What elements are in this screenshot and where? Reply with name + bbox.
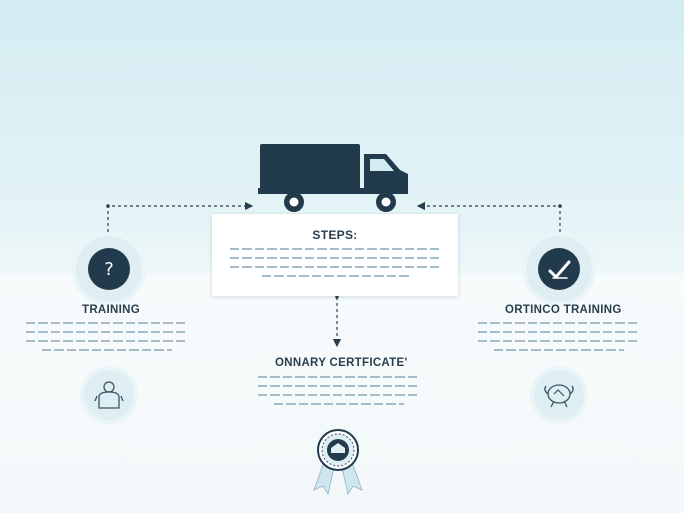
delivery-truck-icon — [258, 144, 408, 212]
steps-title: STEPS: — [312, 228, 358, 242]
ortinco-training-placeholder-text — [478, 322, 640, 358]
steps-panel: STEPS: — [212, 214, 458, 296]
ortinco-training-step-circle — [526, 236, 592, 302]
training-heading: TRAINING — [82, 304, 140, 316]
ortinco-training-heading: ORTINCO TRAINING — [505, 304, 622, 316]
award-ribbon-icon — [313, 429, 363, 496]
training-step-circle: ? — [76, 236, 142, 302]
certificate-outline-icon — [544, 384, 574, 408]
person-outline-icon — [94, 381, 124, 409]
checkmark-icon — [548, 260, 571, 279]
steps-placeholder-text — [230, 248, 442, 284]
training-placeholder-text — [26, 322, 188, 358]
bottom-left-circle — [84, 370, 134, 420]
certificate-placeholder-text — [258, 376, 420, 412]
certificate-heading: ONNARY CERTFICATE' — [275, 357, 408, 369]
question-icon: ? — [104, 258, 114, 280]
bottom-right-circle — [534, 370, 584, 420]
